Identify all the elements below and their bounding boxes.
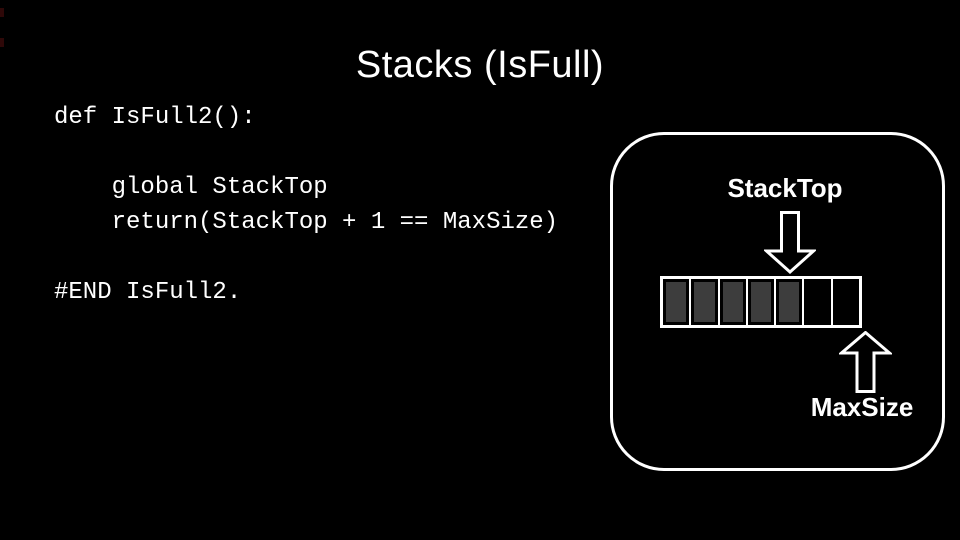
stack-cell-fill xyxy=(666,282,687,322)
stack-cell-empty xyxy=(832,279,859,325)
stack-array xyxy=(660,276,862,328)
stack-cell-filled xyxy=(691,279,720,325)
stack-cell-filled xyxy=(663,279,692,325)
stack-cell-filled xyxy=(719,279,748,325)
down-arrow-icon xyxy=(764,211,816,274)
code-block: def IsFull2(): global StackTop return(St… xyxy=(54,104,559,306)
maxsize-label: MaxSize xyxy=(810,392,914,422)
up-arrow-icon xyxy=(839,331,892,393)
stack-cell-filled xyxy=(747,279,777,325)
stack-cell-filled xyxy=(776,279,805,325)
slide-title: Stacks (IsFull) xyxy=(355,44,605,86)
left-edge-artifact xyxy=(0,38,4,47)
stack-cell-fill xyxy=(750,282,772,322)
stacktop-label: StackTop xyxy=(727,173,843,203)
stack-cell-fill xyxy=(722,282,743,322)
stack-diagram-frame: StackTop MaxSize xyxy=(610,132,945,471)
stack-cell-fill xyxy=(779,282,800,322)
stack-cell-empty xyxy=(804,279,833,325)
stack-cell-fill xyxy=(694,282,715,322)
left-edge-artifact xyxy=(0,8,4,17)
